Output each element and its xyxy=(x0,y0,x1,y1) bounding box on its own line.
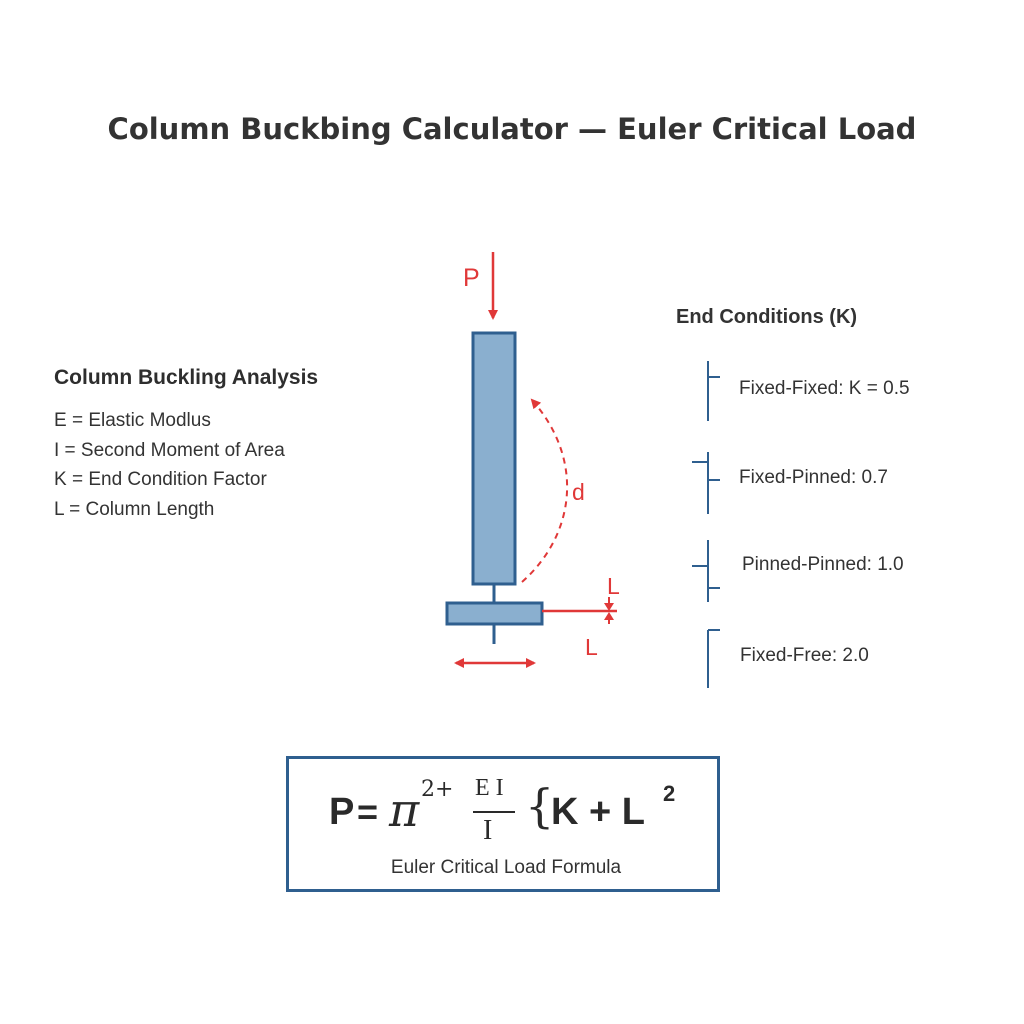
formula-numerator: E I xyxy=(475,775,504,801)
euler-formula: P = π 2+ E I I { K + L 2 xyxy=(329,773,709,853)
legend-row-e: E = Elastic Modlus xyxy=(54,410,211,431)
page-title: Column Buckbing Calculator — Euler Criti… xyxy=(107,112,917,146)
formula-p: P xyxy=(329,791,355,833)
legend-row-i: I = Second Moment of Area xyxy=(54,439,285,461)
deflection-label: d xyxy=(572,479,585,505)
legend-heading: Column Buckling Analysis xyxy=(54,366,319,389)
formula-pi: π xyxy=(389,783,420,837)
length-label-bottom: L xyxy=(585,634,598,660)
length-arrowhead-bottom xyxy=(604,612,614,620)
fixed-free-support-icon xyxy=(707,629,720,688)
end-condition-fixed-free: Fixed-Free: 2.0 xyxy=(740,645,869,666)
formula-brace: { xyxy=(525,779,555,833)
formula-superscript: 2+ xyxy=(421,777,454,802)
end-condition-pinned-pinned: Pinned-Pinned: 1.0 xyxy=(742,554,904,575)
base-plate xyxy=(445,601,544,626)
formula-fraction-bar xyxy=(473,811,515,813)
pinned-pinned-support-icon xyxy=(692,540,720,602)
formula-exponent: 2 xyxy=(663,781,676,806)
column-body xyxy=(471,331,517,586)
legend-row-k: K = End Condition Factor xyxy=(54,469,267,490)
length-arrowhead-top xyxy=(604,603,614,611)
fixed-fixed-support-icon xyxy=(707,361,720,421)
formula-denominator: I xyxy=(483,815,493,846)
deflection-arc xyxy=(521,398,569,583)
end-condition-fixed-pinned: Fixed-Pinned: 0.7 xyxy=(739,467,888,488)
end-conditions-heading: End Conditions (K) xyxy=(676,306,858,328)
length-label-top: L xyxy=(607,573,620,599)
formula-rest: K + L xyxy=(551,791,645,833)
load-label: P xyxy=(463,264,480,292)
legend-row-l: L = Column Length xyxy=(54,498,215,520)
variable-legend: Column Buckling Analysis E = Elastic Mod… xyxy=(54,366,384,524)
formula-box: P = π 2+ E I I { K + L 2 Euler Critical … xyxy=(286,756,720,892)
formula-caption: Euler Critical Load Formula xyxy=(390,857,622,878)
fixed-pinned-support-icon xyxy=(692,452,720,514)
end-conditions-panel: End Conditions (K) xyxy=(676,306,1016,329)
end-condition-fixed-fixed: Fixed-Fixed: K = 0.5 xyxy=(739,378,910,399)
formula-equals: = xyxy=(357,791,379,832)
